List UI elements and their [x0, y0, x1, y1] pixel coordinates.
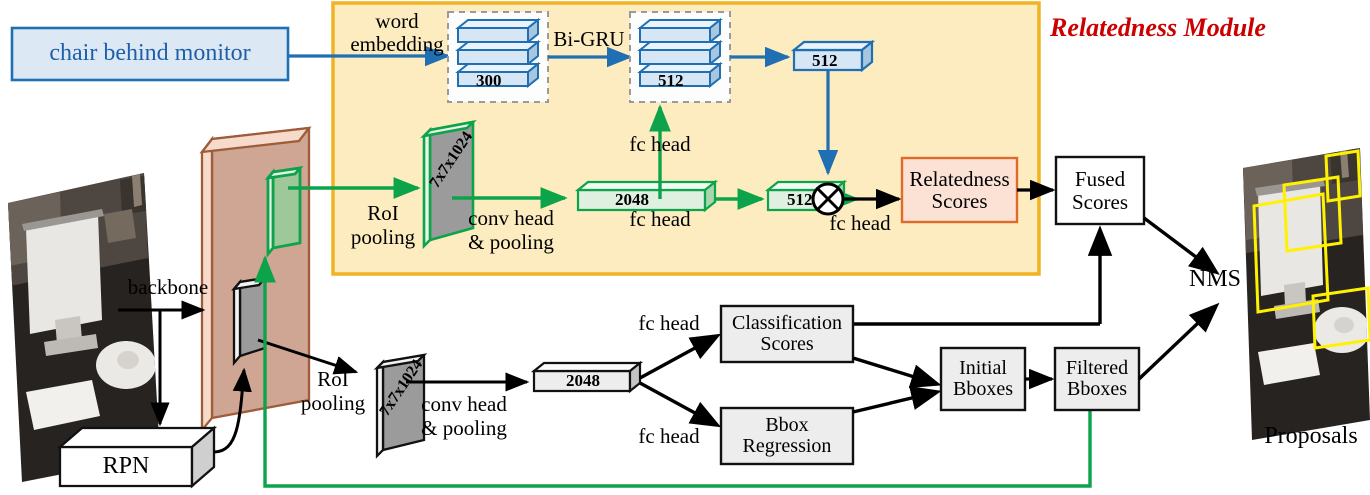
filtered-bboxes-line1: Filtered: [1065, 356, 1129, 379]
fc-head-label-classification: fc head: [638, 311, 700, 335]
bigru-label: Bi-GRU: [553, 27, 625, 51]
bbox-regression-box: [719, 406, 855, 466]
roi-pooling-top-line1: RoI: [367, 201, 399, 225]
gru-stack: [637, 17, 723, 89]
conv-head-top-line2: & pooling: [468, 230, 554, 254]
initial-bboxes-line1: Initial: [959, 356, 1007, 379]
arrow-rpn-to-roi: [213, 367, 252, 454]
relatedness-scores-line2: Scores: [931, 189, 988, 213]
relatedness-scores-line1: Relatedness: [909, 166, 1010, 191]
conv-head-bottom-line1: conv head: [421, 392, 507, 416]
roi-region-green: [264, 166, 304, 258]
arrow-fused-to-nms: [1142, 216, 1220, 275]
fc-2048-top: [574, 179, 719, 213]
text-vector-dim-512: 512: [812, 51, 838, 70]
fused-scores-label: Fused Scores: [1056, 157, 1144, 224]
rpn-box: [56, 425, 218, 489]
arrow-bboxreg-to-initial: [852, 386, 942, 414]
embedding-stack: [455, 17, 541, 89]
filtered-bboxes-box: [1053, 346, 1141, 412]
classification-scores-line1: Classification: [732, 311, 842, 334]
proposals-image: [1243, 148, 1370, 440]
arrow-roi-to-bottom-pooling: [257, 338, 359, 375]
rpn-label: RPN: [102, 452, 150, 479]
roi-pooling-bottom-line2: pooling: [300, 391, 366, 415]
module-title: Relatedness Module: [1050, 13, 1266, 42]
embedding-dim-300: 300: [476, 71, 502, 90]
fc-head-label-bbox: fc head: [638, 424, 700, 448]
bbox-regression-label: Bbox Regression: [721, 408, 853, 464]
text-vector-512: [790, 39, 876, 73]
fused-scores-line1: Fused: [1074, 167, 1126, 192]
arrow-to-classification: [639, 333, 722, 380]
filtered-bboxes-label: Filtered Bboxes: [1055, 348, 1139, 410]
relatedness-scores-label: Relatedness Scores: [902, 158, 1017, 222]
bbox-regression-line2: Regression: [742, 435, 832, 457]
filtered-bboxes-line2: Bboxes: [1067, 378, 1127, 400]
backbone-label: backbone: [127, 275, 209, 299]
fc-512-top-dim: 512: [787, 190, 813, 209]
roi-feature-7x7x1024-bottom: [373, 353, 428, 459]
proposal-bboxes: [1252, 149, 1370, 350]
arrow-to-bbox-regression: [639, 381, 722, 428]
conv-head-bottom-line2: & pooling: [421, 416, 507, 440]
roi-region-gray: [231, 276, 268, 367]
bbox-regression-line1: Bbox: [765, 413, 809, 436]
classification-scores-label: Classification Scores: [721, 306, 853, 362]
classification-scores-box: [719, 304, 855, 364]
fused-scores-box: [1054, 155, 1146, 226]
fc-2048-bottom-dim: 2048: [566, 371, 600, 390]
arrow-filtered-to-nms: [1137, 302, 1220, 381]
roi-pooling-top-line2: pooling: [350, 225, 416, 249]
arrow-classif-to-initial: [852, 356, 942, 389]
word-embedding-label-line2: embedding: [350, 32, 444, 56]
conv-head-top-line1: conv head: [468, 206, 554, 230]
fc-head-label-up: fc head: [629, 132, 691, 156]
roi-feature-7x7x1024-top: [420, 119, 477, 250]
nms-label: NMS: [1188, 266, 1242, 292]
proposals-label: Proposals: [1264, 423, 1358, 449]
initial-bboxes-label: Initial Bboxes: [941, 348, 1025, 410]
query-box: [10, 26, 290, 82]
initial-bboxes-line2: Bboxes: [953, 378, 1013, 400]
fc-head-label-top-mid: fc head: [629, 207, 691, 231]
query-text: chair behind monitor: [49, 40, 251, 67]
fc-2048-top-dim: 2048: [615, 190, 649, 209]
roi-pooling-bottom-line1: RoI: [317, 367, 349, 391]
relatedness-scores-box: [900, 156, 1019, 224]
initial-bboxes-box: [939, 346, 1027, 412]
multiply-operator-icon: [811, 182, 845, 216]
fc-head-label-mult: fc head: [829, 211, 891, 235]
word-embedding-label-line1: word: [375, 9, 419, 33]
gru-dim-512: 512: [658, 71, 684, 90]
classification-scores-line2: Scores: [760, 333, 814, 355]
feedback-green-path: [254, 255, 1092, 488]
fused-scores-line2: Scores: [1072, 189, 1128, 214]
